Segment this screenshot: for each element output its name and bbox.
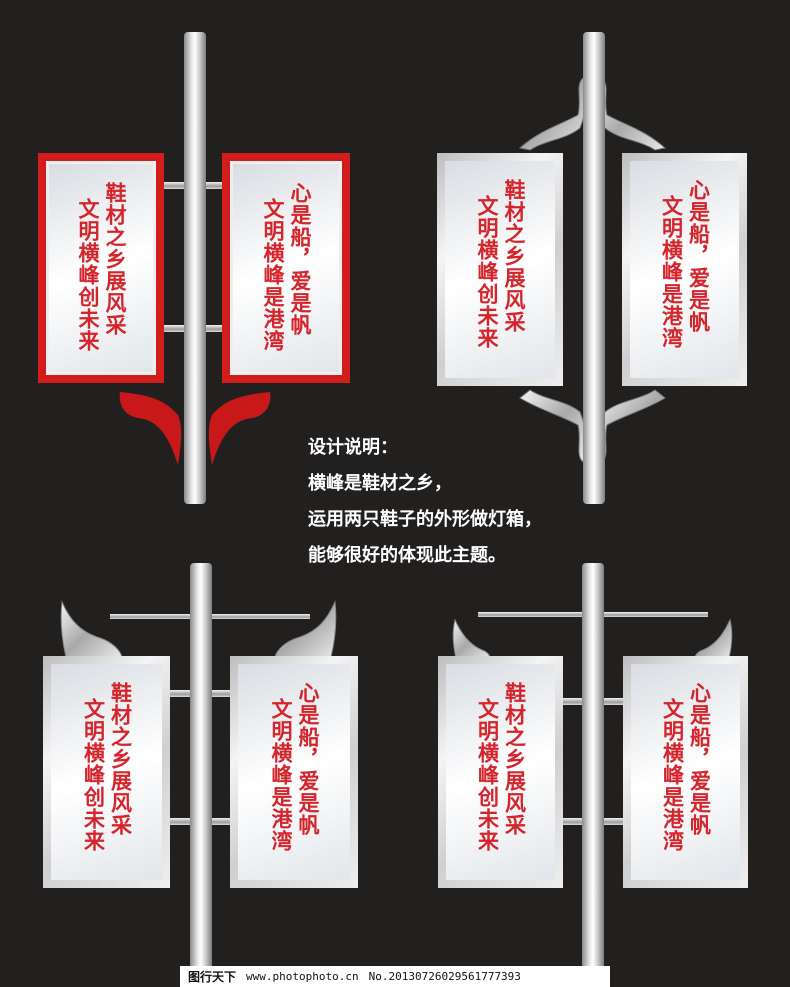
sign2-right-panel: 心是船，爱是帆 文明横峰是港湾	[622, 153, 747, 386]
red-shoe-ornament-right	[208, 392, 271, 465]
slogan-line: 文明横峰创未来	[475, 195, 499, 349]
small-shoe-left	[452, 618, 491, 659]
slogan-line: 文明横峰是港湾	[261, 198, 285, 352]
slogan-line: 文明横峰是港湾	[269, 698, 293, 852]
slogan-line: 文明横峰是港湾	[660, 698, 685, 852]
sign4-left-panel: 鞋材之乡展风采 文明横峰创未来	[438, 656, 563, 888]
sign3-left-panel: 鞋材之乡展风采 文明横峰创未来	[43, 656, 170, 888]
description-heading: 设计说明：	[308, 437, 398, 458]
sign1-right-panel: 心是船，爱是帆 文明横峰是港湾	[222, 153, 350, 383]
watermark-site: 图行天下	[188, 970, 237, 984]
watermark-strip: 图行天下 www.photophoto.cn No.20130726029561…	[180, 966, 610, 987]
description-line: 横峰是鞋材之乡，	[308, 473, 452, 494]
description-line: 能够很好的体现此主题。	[308, 545, 506, 566]
slogan-line: 文明横峰创未来	[81, 698, 106, 852]
high-heel-shoe-right	[274, 600, 337, 658]
slogan-line: 心是船，爱是帆	[686, 179, 711, 333]
slogan-line: 文明横峰创未来	[475, 698, 500, 852]
silver-shoe-curve-bottom-right	[598, 389, 666, 463]
slogan-line: 文明横峰创未来	[76, 198, 100, 352]
lamp-pole	[190, 563, 212, 981]
slogan-line: 鞋材之乡展风采	[502, 179, 526, 333]
description-line: 运用两只鞋子的外形做灯箱，	[308, 509, 542, 530]
lamp-pole	[583, 32, 605, 504]
slogan-line: 鞋材之乡展风采	[502, 682, 527, 836]
lamp-pole	[582, 563, 604, 981]
slogan-line: 心是船，爱是帆	[288, 182, 312, 336]
sign1-left-panel: 鞋材之乡展风采 文明横峰创未来	[38, 153, 164, 383]
slogan-line: 鞋材之乡展风采	[108, 682, 133, 836]
sign2-left-panel: 鞋材之乡展风采 文明横峰创未来	[437, 153, 563, 386]
sign4-right-panel: 心是船，爱是帆 文明横峰是港湾	[623, 656, 748, 888]
high-heel-shoe-left	[60, 600, 123, 658]
silver-shoe-curve-top-left	[518, 77, 587, 151]
slogan-line: 心是船，爱是帆	[687, 682, 712, 836]
red-shoe-ornament	[119, 392, 182, 465]
slogan-line: 心是船，爱是帆	[296, 682, 320, 836]
lamp-pole	[184, 32, 206, 504]
silver-shoe-curve-top-right	[598, 77, 667, 151]
watermark-number: No.20130726029561777393	[368, 970, 521, 983]
watermark-url: www.photophoto.cn	[246, 970, 359, 983]
sign3-right-panel: 心是船，爱是帆 文明横峰是港湾	[230, 656, 358, 888]
small-shoe-right	[694, 618, 733, 659]
design-description: 设计说明： 横峰是鞋材之乡， 运用两只鞋子的外形做灯箱， 能够很好的体现此主题。	[308, 430, 608, 574]
slogan-line: 鞋材之乡展风采	[103, 182, 127, 336]
slogan-line: 文明横峰是港湾	[659, 195, 684, 349]
